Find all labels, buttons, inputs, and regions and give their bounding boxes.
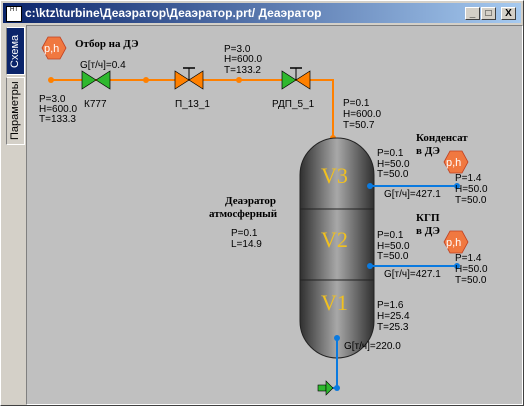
mid-param-p: P=3.0 (224, 44, 251, 55)
valve-p13-1[interactable] (174, 67, 204, 90)
deaerator-name-2: атмосферный (209, 208, 278, 220)
v3-param-t: T=50.0 (377, 169, 409, 180)
zone-v3: V3 (321, 163, 348, 188)
pipe-node (367, 183, 373, 189)
kgp-title-1: КГП (416, 212, 440, 224)
source-param-p: P=3.0 (39, 94, 66, 105)
valve-k777[interactable] (81, 70, 111, 90)
kgp-param-p: P=1.4 (455, 253, 482, 264)
minimize-button[interactable]: _ (465, 7, 480, 20)
v2-param-t: T=50.0 (377, 251, 409, 262)
condensate-title-1: Конденсат (416, 132, 468, 144)
valve1-label: К777 (84, 99, 107, 110)
kgp-param-t: T=50.0 (455, 275, 487, 286)
deaerator-param-p: P=0.1 (231, 228, 258, 239)
v1-param-h: H=25.4 (377, 311, 410, 322)
pipe-node (454, 263, 460, 269)
source-title: Отбор на ДЭ (75, 38, 139, 50)
inlet-param-h: H=600.0 (343, 109, 382, 120)
condensate-badge[interactable]: p,h (443, 150, 469, 174)
pipe-node (454, 183, 460, 189)
inlet-param-p: P=0.1 (343, 98, 370, 109)
v1-param-t: T=25.3 (377, 322, 409, 333)
source-flow-label: G[т/ч]=0.4 (80, 60, 126, 71)
scheme-canvas: V3 V2 V1 p,h p, (26, 25, 523, 405)
valve-rdp5-1[interactable] (281, 67, 311, 90)
pipe-node (48, 77, 54, 83)
condensate-param-h: H=50.0 (455, 184, 488, 195)
close-button[interactable]: X (501, 7, 516, 20)
condensate-param-t: T=50.0 (455, 195, 487, 206)
v1-param-p: P=1.6 (377, 300, 404, 311)
pipe-node (367, 263, 373, 269)
pipe-node (334, 335, 340, 341)
v2-param-h: H=50.0 (377, 241, 410, 252)
kgp-badge[interactable]: p,h (443, 230, 469, 254)
title-bar[interactable]: НТ c:\ktz\turbine\Деаэратор\Деаэратор.pr… (3, 3, 521, 23)
condensate-flow: G[т/ч]=427.1 (384, 189, 441, 200)
valve3-label: РДП_5_1 (272, 99, 315, 110)
kgp-flow: G[т/ч]=427.1 (384, 269, 441, 280)
valve2-label: П_13_1 (175, 99, 210, 110)
maximize-button[interactable]: □ (481, 7, 496, 20)
condensate-param-p: P=1.4 (455, 173, 482, 184)
kgp-param-h: H=50.0 (455, 264, 488, 275)
pump-arrow-icon[interactable] (317, 380, 334, 396)
svg-text:p,h: p,h (446, 237, 461, 249)
svg-text:p,h: p,h (44, 43, 59, 55)
tab-schema[interactable]: Схема (6, 27, 25, 75)
app-icon[interactable]: НТ (6, 6, 22, 22)
deaerator-name-1: Деаэратор (225, 195, 276, 207)
deaerator-vessel[interactable] (299, 137, 375, 359)
zone-v1: V1 (321, 290, 348, 315)
v2-param-p: P=0.1 (377, 230, 404, 241)
mid-param-h: H=600.0 (224, 54, 263, 65)
window-title: c:\ktz\turbine\Деаэратор\Деаэратор.prt/ … (25, 6, 322, 20)
svg-text:p,h: p,h (446, 157, 461, 169)
condensate-title-2: в ДЭ (416, 145, 440, 157)
deaerator-param-l: L=14.9 (231, 239, 262, 250)
mid-param-t: T=133.2 (224, 65, 261, 76)
outlet-flow: G[т/ч]=220.0 (344, 341, 401, 352)
v3-param-p: P=0.1 (377, 148, 404, 159)
tab-parameters[interactable]: Параметры (6, 77, 25, 145)
v3-param-h: H=50.0 (377, 159, 410, 170)
source-badge[interactable]: p,h (41, 36, 67, 60)
source-param-t: T=133.3 (39, 114, 76, 125)
kgp-title-2: в ДЭ (416, 225, 440, 237)
source-param-h: H=600.0 (39, 104, 78, 115)
inlet-param-t: T=50.7 (343, 120, 375, 131)
zone-v2: V2 (321, 227, 348, 252)
pipe-node (143, 77, 149, 83)
pipe-node (236, 77, 242, 83)
